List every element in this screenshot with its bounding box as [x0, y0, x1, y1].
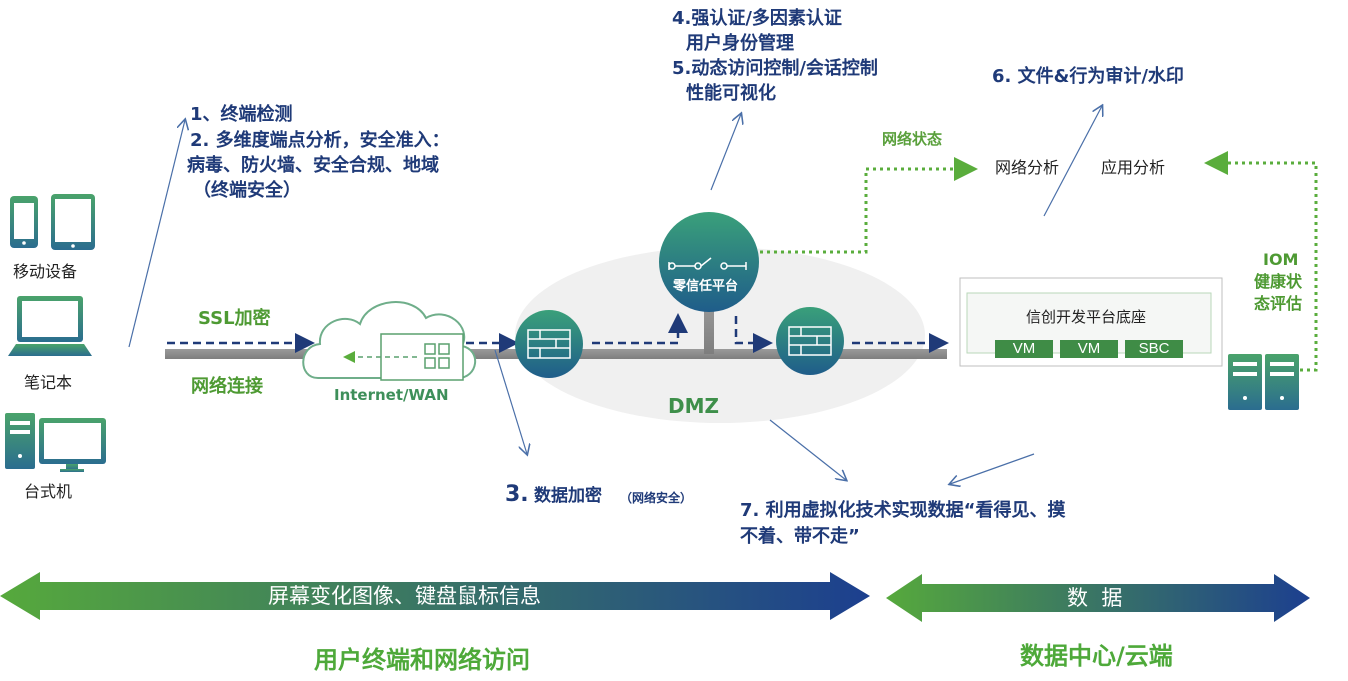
bottom-right-arrow-text: 数 据 — [1067, 586, 1123, 610]
desktop-icon — [5, 413, 106, 472]
iom-label-line2: 健康状 — [1254, 272, 1303, 291]
internet-wan-label: Internet/WAN — [334, 386, 449, 404]
iom-label-line1: IOM — [1263, 250, 1299, 269]
step3-note: （网络安全） — [620, 491, 693, 505]
step5-detail: 性能可视化 — [686, 83, 776, 104]
arrow-to-step7-left — [769, 419, 846, 480]
step7-detail: 不着、带不走” — [740, 526, 860, 547]
mobile-device-label: 移动设备 — [13, 262, 78, 281]
iom-label-line3: 态评估 — [1254, 294, 1303, 313]
app-analysis-label: 应用分析 — [1101, 158, 1166, 177]
user-terminal-caption: 用户终端和网络访问 — [314, 646, 530, 674]
bottom-left-arrow — [0, 572, 870, 620]
firewall-icon — [776, 307, 844, 375]
cloud-icon — [302, 301, 477, 381]
step3-text: 数据加密 — [534, 486, 602, 506]
step2-text: 2. 多维度端点分析，安全准入： — [190, 130, 450, 151]
arrow-to-audit — [1043, 106, 1102, 217]
bottom-left-arrow-text: 屏幕变化图像、键盘鼠标信息 — [268, 584, 541, 608]
phone-icon — [10, 196, 38, 248]
step1-text: 1、终端检测 — [190, 104, 293, 125]
arrow-to-auth — [710, 114, 741, 191]
bottom-right-arrow — [886, 574, 1310, 622]
step3-number: 3. — [505, 482, 529, 507]
step2-scope: （终端安全） — [193, 180, 301, 201]
vm-chip-2: VM — [1060, 340, 1118, 358]
vm-chip-1: VM — [995, 340, 1053, 358]
step2-detail: 病毒、防火墙、安全合规、地域 — [187, 155, 439, 176]
zero-trust-platform — [659, 212, 759, 312]
step4-detail: 用户身份管理 — [686, 33, 794, 54]
arrow-to-step7-right — [950, 453, 1035, 484]
desktop-label: 台式机 — [24, 482, 73, 501]
iom-status-arrow — [1204, 151, 1318, 372]
step6-text: 6. 文件&行为审计/水印 — [992, 66, 1184, 87]
firewall-to-zero-trust-arrow — [592, 313, 688, 345]
network-connection-label: 网络连接 — [191, 376, 263, 397]
dmz-label: DMZ — [668, 394, 720, 418]
step7-text: 7. 利用虚拟化技术实现数据“看得见、摸 — [740, 500, 1066, 521]
tablet-icon — [51, 194, 95, 250]
firewall-icon — [515, 310, 583, 378]
ssl-label: SSL加密 — [198, 308, 271, 329]
step5-text: 5.动态访问控制/会话控制 — [672, 58, 878, 79]
step4-text: 4.强认证/多因素认证 — [672, 8, 842, 29]
zero-trust-label: 零信任平台 — [673, 279, 739, 294]
datacenter-caption: 数据中心/云端 — [1020, 642, 1173, 670]
arrow-to-data-encryption — [494, 349, 527, 454]
laptop-label: 笔记本 — [24, 373, 73, 392]
network-analysis-label: 网络分析 — [995, 158, 1060, 177]
arrow-to-terminal-check — [128, 120, 185, 348]
server-icon — [1228, 354, 1299, 410]
platform-title: 信创开发平台底座 — [1026, 308, 1147, 326]
dmz-zone — [515, 247, 925, 423]
network-status-arrow — [760, 157, 978, 254]
zero-trust-to-firewall-arrow — [734, 316, 773, 353]
network-status-label: 网络状态 — [882, 130, 943, 148]
sbc-chip: SBC — [1125, 340, 1183, 358]
laptop-icon — [8, 296, 92, 356]
network-line-branch — [704, 300, 714, 354]
